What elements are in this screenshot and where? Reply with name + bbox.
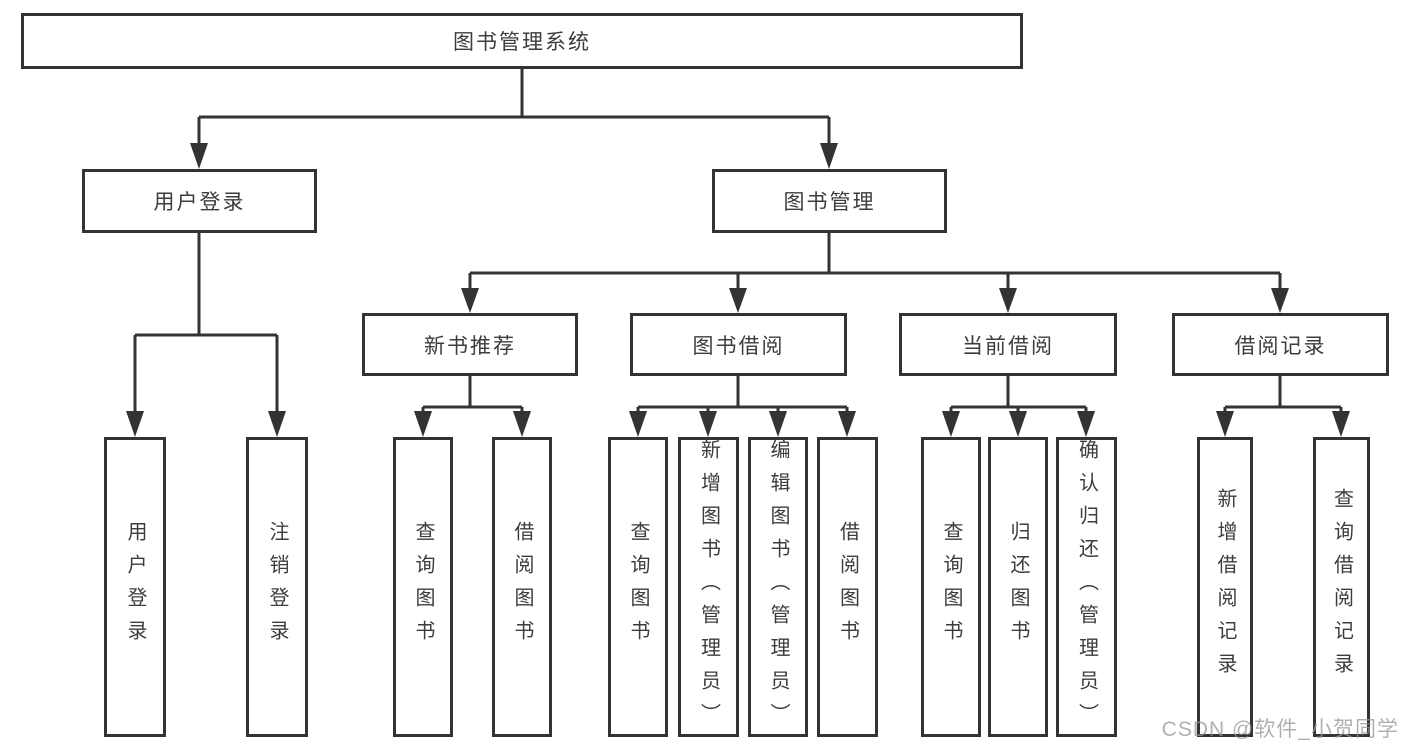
leaf-query-books-current: 查询图书 (921, 437, 981, 737)
node-label: 借阅记录 (1234, 334, 1327, 358)
node-label: 图书管理 (783, 191, 876, 214)
connector-new-book-recommend-to-leaves (421, 376, 524, 414)
node-label: 用户登录 (153, 191, 246, 214)
leaf-label: 归还图书 (1007, 521, 1029, 653)
leaf-label: 新增图书（管理员） (697, 438, 720, 736)
connector-borrow-records-to-leaves (1223, 376, 1343, 414)
leaf-label: 查询借阅记录 (1330, 488, 1353, 686)
leaf-label: 注销登录 (266, 521, 288, 653)
leaf-borrow-books-recommend: 借阅图书 (492, 437, 552, 737)
leaf-label: 查询图书 (412, 521, 434, 653)
leaf-label: 新增借阅记录 (1214, 488, 1236, 686)
leaf-borrow-books: 借阅图书 (817, 437, 878, 737)
node-label: 图书借阅 (692, 334, 785, 358)
leaf-return-books: 归还图书 (988, 437, 1048, 737)
leaf-label: 编辑图书（管理员） (767, 438, 789, 736)
node-borrow-records: 借阅记录 (1172, 313, 1389, 376)
connector-root-to-level2 (197, 69, 831, 146)
connector-book-management-to-level3 (468, 233, 1282, 290)
node-label: 新书推荐 (424, 334, 516, 358)
node-book-management: 图书管理 (712, 169, 947, 233)
node-library-system: 图书管理系统 (21, 13, 1023, 69)
leaf-confirm-return-admin: 确认归还（管理员） (1056, 437, 1117, 737)
node-current-borrow: 当前借阅 (899, 313, 1117, 376)
leaf-label: 借阅图书 (836, 521, 859, 653)
leaf-edit-books-admin: 编辑图书（管理员） (748, 437, 808, 737)
leaf-label: 用户登录 (124, 521, 146, 653)
node-label: 图书管理系统 (453, 31, 591, 54)
leaf-label: 查询图书 (627, 521, 649, 653)
leaf-label: 查询图书 (940, 521, 962, 653)
connector-current-borrow-to-leaves (949, 376, 1088, 414)
leaf-label: 确认归还（管理员） (1075, 438, 1098, 736)
node-book-borrow: 图书借阅 (630, 313, 847, 376)
leaf-query-borrow-record: 查询借阅记录 (1313, 437, 1370, 737)
leaf-user-login: 用户登录 (104, 437, 166, 737)
leaf-query-books-borrow: 查询图书 (608, 437, 668, 737)
node-label: 当前借阅 (962, 334, 1054, 358)
watermark: CSDN @软件_小贺同学 (1161, 718, 1399, 741)
leaf-add-books-admin: 新增图书（管理员） (678, 437, 739, 737)
node-user-login: 用户登录 (82, 169, 317, 233)
connector-user-login-to-leaves (133, 233, 279, 413)
leaf-query-books-recommend: 查询图书 (393, 437, 453, 737)
leaf-logout: 注销登录 (246, 437, 308, 737)
leaf-label: 借阅图书 (511, 521, 533, 653)
connector-book-borrow-to-leaves (636, 376, 849, 414)
leaf-add-borrow-record: 新增借阅记录 (1197, 437, 1253, 737)
node-new-book-recommend: 新书推荐 (362, 313, 578, 376)
